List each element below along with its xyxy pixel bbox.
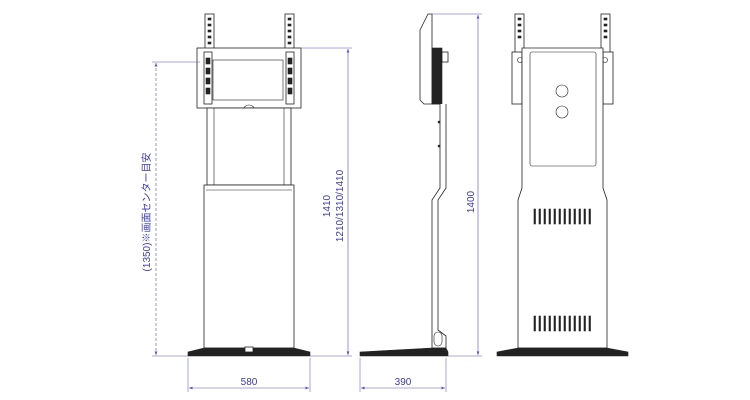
side-column [431, 103, 447, 349]
rear-side-rail-left [511, 51, 523, 105]
front-mount-plate [196, 47, 302, 109]
rear-bracket-holes [517, 17, 608, 39]
label-front-width: 580 [241, 377, 258, 388]
rear-vent-lower [533, 315, 591, 332]
rear-cable-hole-lower [555, 105, 569, 119]
dimension-labels: (1350)※画面センター目安 1410 1210/1310/1410 1400… [140, 153, 477, 388]
side-base-plate [359, 347, 449, 357]
dimension-lines [152, 13, 482, 392]
rear-vent-upper [533, 208, 591, 225]
rear-side-rail-right [602, 51, 614, 105]
rear-view [496, 13, 629, 357]
rear-base-plate [496, 347, 629, 357]
front-bracket-holes [207, 17, 292, 45]
front-mount-window [212, 59, 284, 101]
front-rail-slots [205, 57, 293, 95]
side-cable-slot [433, 331, 443, 347]
label-height-range-bottom: 1210/1310/1410 [335, 169, 346, 242]
label-screen-center: (1350)※画面センター目安 [140, 153, 153, 272]
front-base-foot [244, 346, 254, 353]
rear-body [517, 47, 608, 349]
rear-access-panel [529, 51, 597, 167]
front-lower-column [203, 184, 295, 349]
side-bracket [431, 47, 443, 105]
front-upper-column [206, 107, 292, 186]
side-bracket-knob [441, 51, 449, 63]
rear-cable-hole-upper [555, 84, 569, 98]
front-view [187, 13, 311, 357]
side-display-panel [419, 13, 433, 105]
label-rear-height: 1400 [466, 190, 477, 213]
label-side-depth: 390 [395, 377, 412, 388]
label-height-range-top: 1410 [322, 194, 333, 217]
side-view [359, 13, 449, 357]
